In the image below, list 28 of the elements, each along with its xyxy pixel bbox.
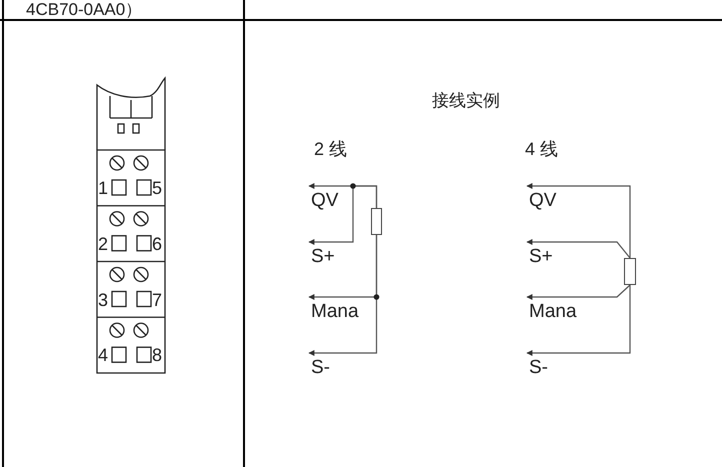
resistor-symbol bbox=[624, 258, 636, 285]
wiring-heading: 2 线 bbox=[314, 140, 348, 158]
wire-arrow bbox=[526, 239, 630, 258]
terminal-label: S- bbox=[309, 353, 330, 377]
terminal-number: 4 bbox=[98, 346, 108, 364]
diagram-heading: 接线实例 bbox=[432, 92, 500, 109]
wire-arrow bbox=[308, 235, 378, 356]
terminal-number: 3 bbox=[98, 290, 108, 308]
resistor-symbol bbox=[371, 208, 382, 235]
wire-arrow bbox=[308, 185, 378, 245]
terminal-number: 8 bbox=[152, 346, 162, 364]
terminal-number: 6 bbox=[152, 234, 162, 253]
wire-arrow bbox=[526, 285, 631, 356]
terminal-label: QV bbox=[527, 186, 556, 210]
terminal-label: S- bbox=[527, 353, 548, 377]
terminal-label: S+ bbox=[527, 242, 553, 266]
terminal-number: 1 bbox=[98, 179, 108, 197]
part-number: 4CB70-0AA0） bbox=[26, 1, 142, 18]
terminal-label: Mana bbox=[309, 297, 359, 321]
terminal-label: S+ bbox=[309, 242, 335, 266]
wire-arrow bbox=[526, 284, 630, 300]
terminal-number: 5 bbox=[152, 179, 162, 197]
terminal-label: QV bbox=[309, 186, 338, 210]
wiring-heading: 4 线 bbox=[525, 140, 558, 158]
terminal-number: 7 bbox=[152, 290, 162, 308]
terminal-label: Mana bbox=[527, 297, 577, 321]
wire-arrow bbox=[526, 183, 631, 258]
terminal-number: 2 bbox=[98, 234, 108, 253]
